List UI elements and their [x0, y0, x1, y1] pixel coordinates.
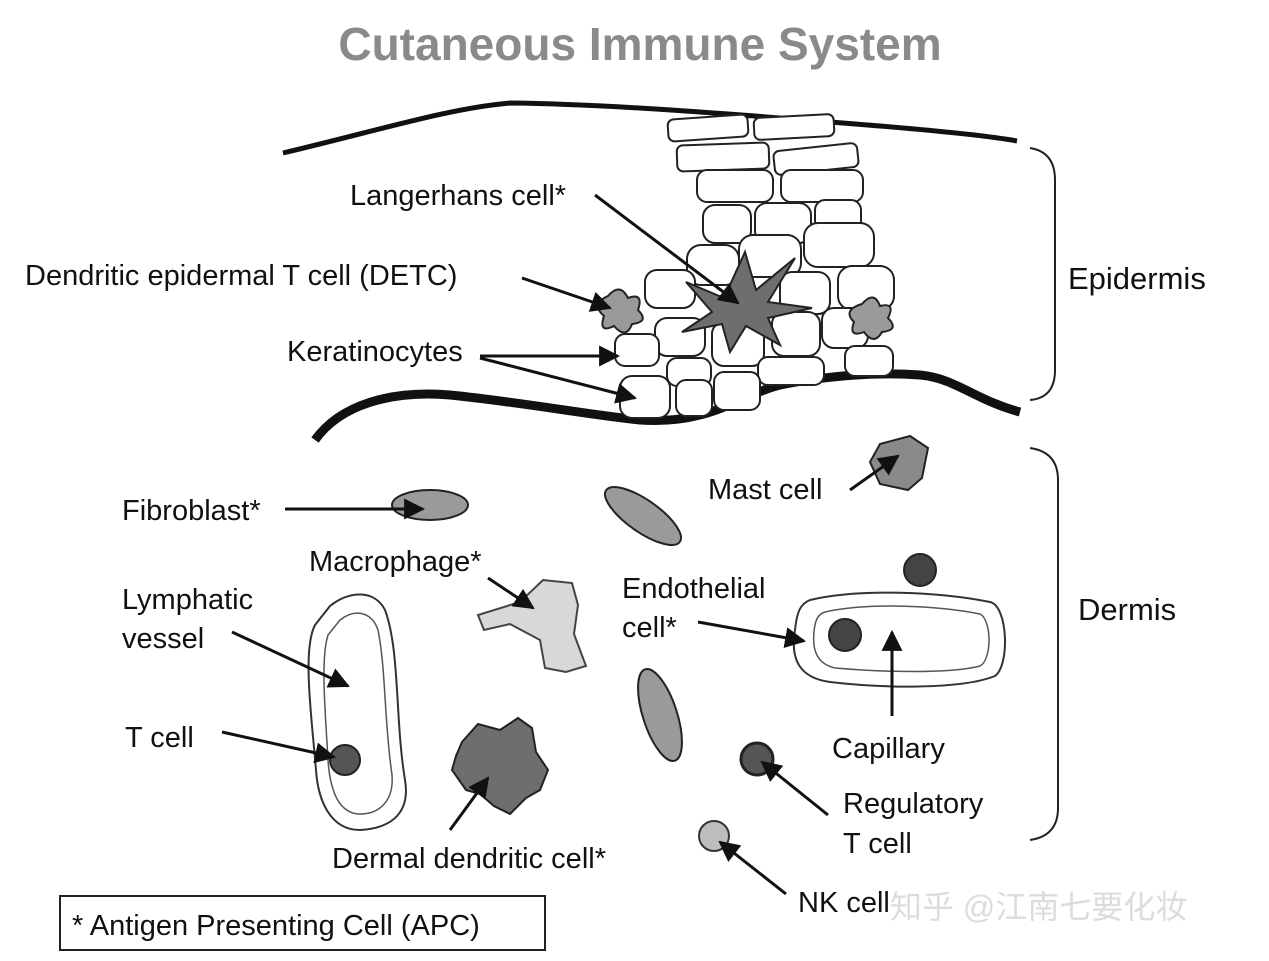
dermal-dendritic-cell-shape: [450, 716, 550, 816]
capillary-label: Capillary: [832, 733, 945, 765]
regulatory-t-cell-shape: [739, 741, 775, 777]
regulatory-t-cell-arrow: [760, 760, 829, 817]
langerhans-arrow: [594, 193, 740, 305]
dermis-label: Dermis: [1078, 592, 1176, 627]
macrophage-arrow: [487, 576, 535, 610]
dark-cell-dot: [903, 553, 937, 587]
lymphatic-label-line2: vessel: [122, 623, 204, 655]
detc-label: Dendritic epidermal T cell (DETC): [25, 260, 457, 292]
fibroblast-label: Fibroblast*: [122, 495, 261, 527]
keratinocytes-label: Keratinocytes: [287, 336, 463, 368]
regulatory-label-line2: T cell: [843, 828, 912, 860]
t-cell-shape: [329, 744, 361, 776]
detc-arrow: [521, 276, 612, 312]
fibroblast-shape-3: [637, 668, 683, 762]
detc-cell-shape-2: [848, 296, 894, 340]
mast-cell-arrow: [849, 454, 900, 492]
endothelial-label-line2: cell*: [622, 612, 677, 644]
keratinocyte-column: [614, 113, 895, 419]
watermark-text: 知乎 @江南七要化妆: [890, 889, 1187, 925]
mast-cell-label: Mast cell: [708, 474, 822, 506]
fibroblast-shape-2: [604, 486, 682, 546]
epidermis-brace: [1029, 147, 1056, 401]
keratinocyte-arrow-2: [479, 356, 638, 404]
t-cell-arrow: [221, 730, 337, 764]
lymphatic-arrow: [231, 630, 350, 688]
skin-surface-line: [282, 100, 1018, 156]
endothelial-arrow: [697, 620, 807, 649]
endothelial-label-line1: Endothelial: [622, 573, 766, 605]
nk-cell-label: NK cell: [798, 887, 890, 919]
epidermis-label: Epidermis: [1068, 261, 1206, 296]
detc-cell-shape: [597, 288, 644, 334]
macrophage-shape: [476, 578, 588, 674]
capillary: [792, 591, 1006, 688]
dermal-dc-label: Dermal dendritic cell*: [332, 843, 606, 875]
langerhans-label: Langerhans cell*: [350, 180, 566, 212]
dermal-dc-arrow: [448, 776, 490, 831]
lymphatic-vessel: [307, 593, 407, 832]
t-cell-label: T cell: [125, 722, 194, 754]
regulatory-label-line1: Regulatory: [843, 788, 984, 820]
mast-cell-shape: [868, 434, 930, 492]
diagram-title: Cutaneous Immune System: [338, 18, 941, 70]
capillary-cell-dot: [828, 618, 862, 652]
apc-legend-box: [59, 895, 546, 951]
dermis-brace: [1029, 447, 1059, 841]
macrophage-label: Macrophage*: [309, 546, 482, 578]
fibroblast-shape: [391, 489, 469, 521]
langerhans-cell-shape: [681, 249, 813, 355]
lymphatic-label-line1: Lymphatic: [122, 584, 253, 616]
apc-legend-text: * Antigen Presenting Cell (APC): [72, 910, 480, 942]
nk-cell-arrow: [718, 840, 787, 896]
